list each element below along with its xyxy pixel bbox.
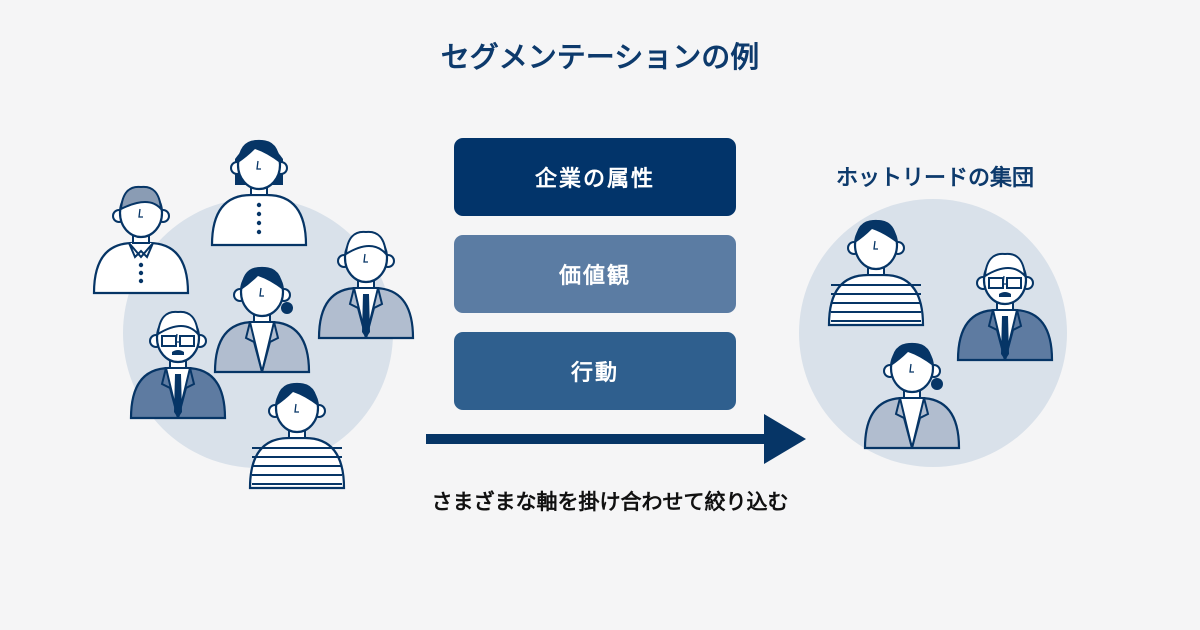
person-icon [92, 185, 190, 295]
nose [363, 253, 368, 263]
diagram-title: セグメンテーションの例 [440, 40, 760, 74]
nose [909, 363, 914, 373]
mustache [172, 350, 184, 355]
hair [156, 310, 200, 337]
person-icon [863, 342, 961, 450]
nose [259, 287, 264, 297]
hair [119, 185, 163, 212]
body [210, 193, 308, 247]
hair [983, 252, 1027, 279]
arrow-shaft [426, 434, 771, 444]
person-icon [248, 382, 346, 490]
mustache [999, 292, 1011, 297]
person-icon [210, 139, 308, 247]
tie [362, 294, 370, 338]
button-dot [138, 278, 144, 284]
hot-leads-label: ホットリードの集団 [835, 166, 1034, 191]
segment-axis-company-attributes: 企業の属性 [454, 138, 736, 216]
nose [873, 240, 878, 250]
hair [344, 230, 388, 257]
lapel [894, 397, 930, 449]
person-icon [129, 310, 227, 420]
button-dot [256, 229, 262, 235]
tie [174, 374, 182, 418]
button-dot [256, 220, 262, 226]
tie [1001, 316, 1009, 360]
hair [891, 342, 933, 366]
person-icon [213, 266, 311, 374]
glasses-icon [1006, 277, 1022, 289]
button-dot [256, 202, 262, 208]
person-icon [956, 252, 1054, 362]
hair [276, 382, 318, 406]
glasses-icon [161, 335, 177, 347]
nose [1002, 275, 1007, 285]
body [248, 436, 346, 490]
person-icon [317, 230, 415, 340]
lapel [348, 287, 384, 339]
box-label: 企業の属性 [534, 167, 655, 192]
glasses-icon [179, 335, 195, 347]
nose [294, 403, 299, 413]
hair [238, 139, 280, 163]
nose [256, 160, 261, 170]
button-dot [138, 262, 144, 268]
hair [855, 219, 897, 243]
nose [175, 333, 180, 343]
nose [138, 208, 143, 218]
hair [241, 266, 283, 290]
body [827, 273, 925, 327]
arrow-caption: さまざまな軸を掛け合わせて絞り込む [431, 490, 789, 514]
person-icon [827, 219, 925, 327]
box-label: 行動 [570, 361, 619, 386]
button-dot [256, 211, 262, 217]
glasses-icon [988, 277, 1004, 289]
box-label: 価値観 [558, 264, 631, 289]
arrow-head-icon [764, 414, 806, 464]
ponytail [281, 302, 293, 314]
collar [128, 242, 154, 259]
button-dot [138, 270, 144, 276]
segment-axis-values: 価値観 [454, 235, 736, 313]
segment-axis-behavior: 行動 [454, 332, 736, 410]
lapel [160, 367, 196, 419]
lapel [987, 309, 1023, 361]
lapel [244, 321, 280, 373]
ponytail [931, 378, 943, 390]
